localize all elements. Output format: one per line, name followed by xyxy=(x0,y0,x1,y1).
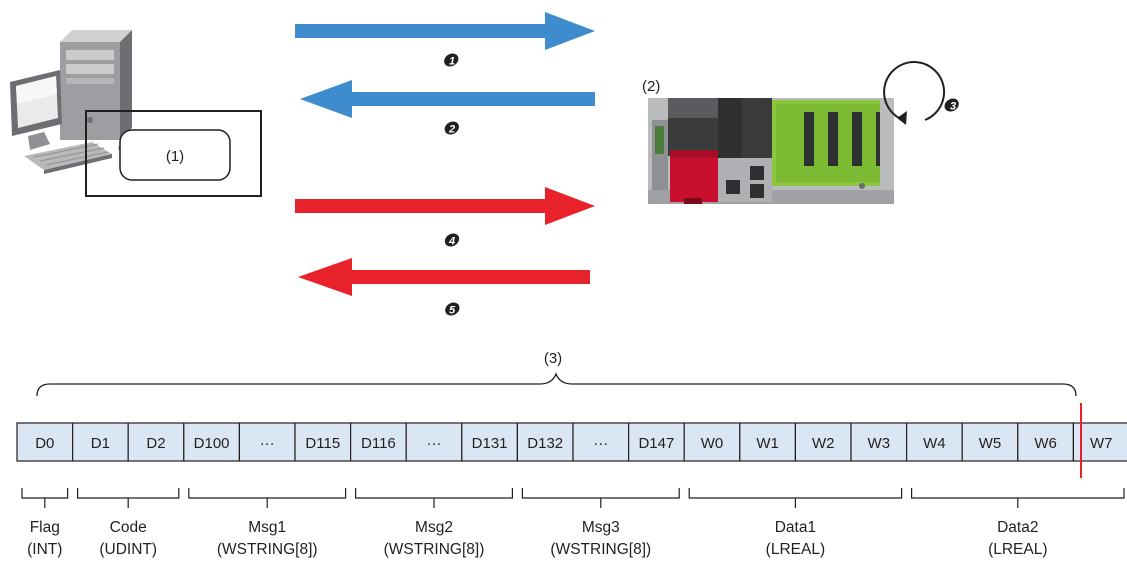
memory-cell-label: W1 xyxy=(756,435,779,452)
group-type: (WSTRING[8]) xyxy=(384,541,485,558)
step-badge-3: 3 xyxy=(944,98,959,113)
group-bracket xyxy=(77,488,180,508)
memory-cell-label: D147 xyxy=(638,435,674,452)
memory-cell xyxy=(516,422,574,462)
memory-cell-label: ··· xyxy=(427,435,442,452)
memory-cell-label: ··· xyxy=(260,435,275,452)
memory-cell-label: D0 xyxy=(35,435,54,452)
memory-cell-label: W4 xyxy=(923,435,946,452)
memory-cell xyxy=(461,422,518,462)
plc-label: (2) xyxy=(642,78,660,95)
step-2-number: 2 xyxy=(448,124,455,136)
group-bracket xyxy=(355,488,513,508)
group-name: Flag xyxy=(30,519,60,536)
memory-cell-label: D115 xyxy=(305,435,340,452)
group-bracket xyxy=(521,488,680,508)
step-3-number: 3 xyxy=(950,101,956,113)
pc-software-box xyxy=(119,129,231,181)
memory-cell-label: D132 xyxy=(527,435,563,452)
group-name: Msg3 xyxy=(582,519,620,536)
group-name: Data2 xyxy=(997,519,1038,536)
memory-cell-label: W6 xyxy=(1034,435,1057,452)
memory-cell xyxy=(905,422,963,462)
memory-cell-label: ··· xyxy=(593,435,608,452)
group-bracket xyxy=(688,488,903,508)
group-name: Msg1 xyxy=(248,519,286,536)
memory-cell xyxy=(1017,422,1074,462)
memory-cell xyxy=(1072,422,1127,462)
plc-module-icon xyxy=(648,98,894,204)
pc-window-frame xyxy=(85,110,262,197)
memory-cell-label: W0 xyxy=(701,435,724,452)
group-bracket xyxy=(188,488,347,508)
group-name: Msg2 xyxy=(415,519,453,536)
memory-cell xyxy=(294,422,352,462)
group-type: (WSTRING[8]) xyxy=(550,541,651,558)
memory-cell-label: D100 xyxy=(194,435,230,452)
memory-cell-label: W2 xyxy=(812,435,835,452)
memory-cell xyxy=(71,422,129,462)
arrow-step-4 xyxy=(295,187,595,225)
memory-cell xyxy=(183,422,241,462)
memory-cells-row: D0 D1 D2 D100 ··· D115 D116 ··· D131 D132 ··· D147 W… xyxy=(16,422,1127,462)
memory-cell xyxy=(16,422,74,462)
group-type: (UDINT) xyxy=(99,541,157,558)
step-badge-1: 1 xyxy=(444,53,459,68)
step-5-number: 5 xyxy=(449,305,456,317)
memory-cell-label: D116 xyxy=(361,435,396,452)
memory-cell-label: W5 xyxy=(979,435,1002,452)
memory-cell-label: D131 xyxy=(472,435,508,452)
group-type: (INT) xyxy=(27,541,62,558)
group-name: Data1 xyxy=(775,519,816,536)
step-badge-2: 2 xyxy=(444,121,459,136)
arrow-step-2 xyxy=(300,80,595,118)
arrow-step-1 xyxy=(295,12,595,50)
group-type: (LREAL) xyxy=(766,541,825,558)
arrow-step-5 xyxy=(298,258,590,296)
cycle-arrow-icon xyxy=(883,61,946,125)
group-name: Code xyxy=(110,519,147,536)
desktop-computer-icon xyxy=(10,30,134,174)
memory-cell xyxy=(572,422,630,462)
step-badge-5: 5 xyxy=(445,302,460,317)
memory-label: (3) xyxy=(544,350,562,367)
memory-cell xyxy=(794,422,852,462)
memory-cell-label: D2 xyxy=(146,435,165,452)
step-badge-4: 4 xyxy=(444,233,460,248)
memory-cell xyxy=(683,422,741,462)
memory-groups: Flag (INT) Code (UDINT) Msg1 (WSTRING[8]) Msg2… xyxy=(21,488,1125,558)
group-type: (LREAL) xyxy=(988,541,1047,558)
pc-software-label: (1) xyxy=(166,148,184,165)
step-4-number: 4 xyxy=(448,236,455,248)
memory-cell-label: W3 xyxy=(868,435,891,452)
step-1-number: 1 xyxy=(449,56,455,68)
memory-cell-label: D1 xyxy=(91,435,110,452)
memory-cell xyxy=(850,422,908,462)
memory-top-brace xyxy=(36,372,1077,397)
group-bracket xyxy=(21,488,69,508)
memory-cell xyxy=(350,422,407,462)
memory-cell xyxy=(238,422,296,462)
group-bracket xyxy=(911,488,1125,508)
memory-cell-label: W7 xyxy=(1090,435,1113,452)
memory-cell xyxy=(405,422,463,462)
group-type: (WSTRING[8]) xyxy=(217,541,318,558)
